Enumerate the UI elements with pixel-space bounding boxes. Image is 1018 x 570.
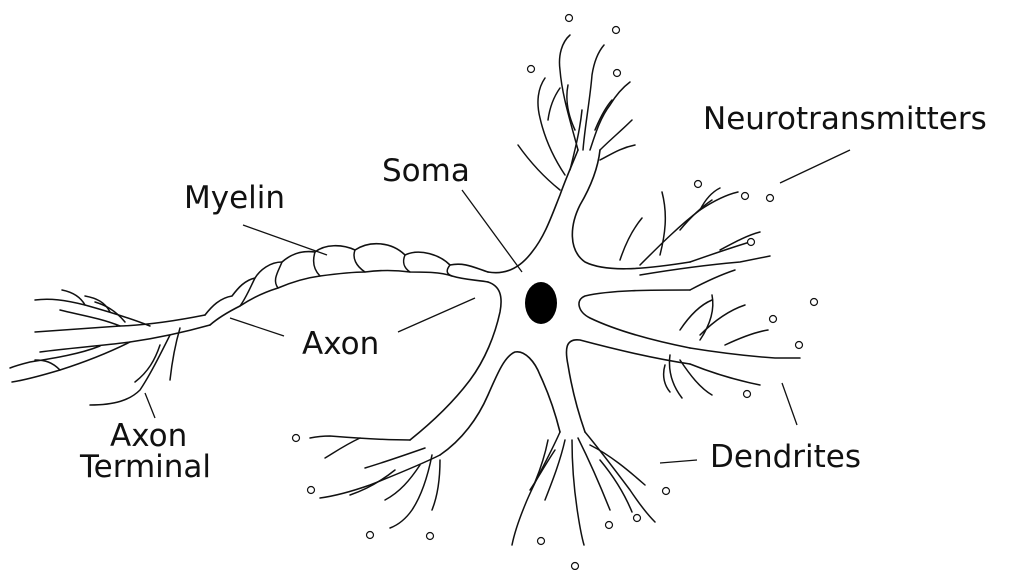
dendrites-top [518, 35, 635, 190]
leader-dendrites-left [660, 460, 697, 463]
label-neurotransmitters: Neurotransmitters [703, 101, 987, 137]
leader-myelin [243, 225, 327, 255]
leader-axon-terminal [145, 393, 155, 418]
axon-terminal-branches [10, 290, 210, 405]
dendrites-bottom-right [512, 432, 655, 545]
nucleus [525, 282, 557, 324]
leader-neurotransmitters [780, 150, 850, 183]
label-myelin: Myelin [184, 180, 285, 216]
label-axon: Axon [302, 326, 379, 362]
leader-axon-right [398, 298, 475, 332]
neuron-cell-body [410, 150, 690, 455]
label-dendrites: Dendrites [710, 439, 861, 475]
label-soma: Soma [382, 153, 470, 189]
leader-dendrites-right [782, 383, 797, 425]
leader-axon-left [230, 318, 284, 336]
dendrites-right-upper [620, 188, 770, 290]
axon-with-myelin [205, 244, 488, 325]
leader-soma [462, 190, 522, 272]
label-axon-terminal-line2: Terminal [79, 449, 211, 485]
dendrites-bottom-left [310, 436, 440, 528]
